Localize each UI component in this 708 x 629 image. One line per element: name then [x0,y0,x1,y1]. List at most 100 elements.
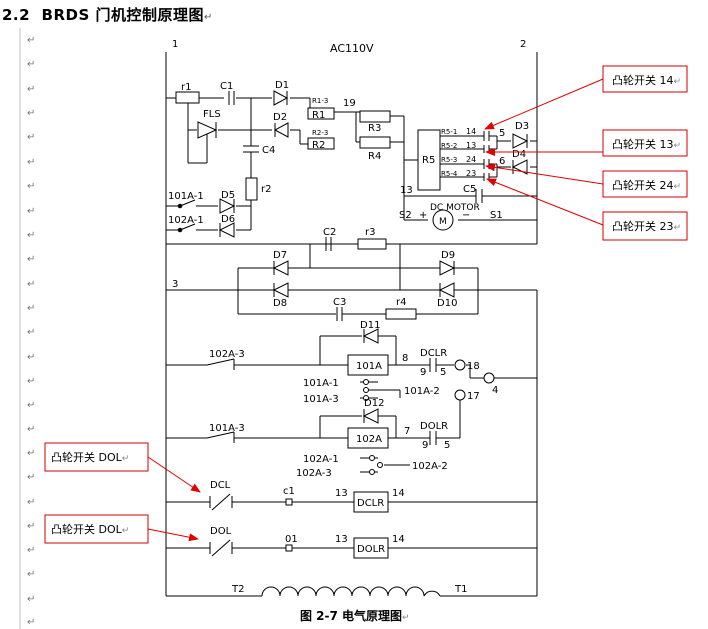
label-101A-3-contact: 101A-3 [303,394,339,405]
label-102A-1-contact: 102A-1 [303,454,339,465]
label-R5: R5 [422,155,435,166]
component-labels: AC110V 1 2 3 r1 C1 D1 FLS D2 C4 r2 R1 R1… [168,39,529,595]
label-n13b: 13 [335,534,348,545]
paragraph-mark: ↵ [27,206,36,217]
resistor-R1 [307,107,335,120]
label-n4: 4 [492,385,498,396]
paragraph-mark: ↵ [27,448,36,459]
label-relay-102A: 102A [356,434,382,445]
label-R2-3: R2-3 [312,129,328,137]
terminal-18 [454,359,466,371]
paragraph-mark: ↵ [27,254,36,265]
label-C2: C2 [323,227,336,238]
label-t5: 5 [499,128,505,139]
paragraph-mark: ↵ [27,132,36,143]
diode-d6 [218,222,235,238]
paragraph-mark: ↵ [27,400,36,411]
label-t6: 6 [499,156,505,167]
label-t13: 13 [466,141,476,150]
label-FLS: FLS [203,109,221,120]
callout-box-14 [602,65,688,93]
label-relay-DOLR: DOLR [357,544,385,555]
label-r1: r1 [181,82,191,93]
label-D12: D12 [364,398,384,409]
paragraph-mark: ↵ [27,181,36,192]
paragraph-mark: ↵ [204,12,213,23]
diode-d1 [273,90,289,106]
callout-box-13 [602,129,688,157]
label-D6: D6 [221,214,235,225]
components-bridge [272,237,456,321]
diode-d9 [439,260,456,276]
label-o1: 01 [285,534,298,545]
callout-text-dol-1: 凸轮开关 DOL↵ [51,450,129,464]
label-D4: D4 [512,149,526,160]
callout-box-23 [602,211,688,241]
paragraph-mark: ↵ [27,84,36,95]
components-top [175,90,529,238]
label-n9a: 9 [420,367,426,378]
paragraph-mark: ↵ [27,230,36,241]
callout-text-13: 凸轮开关 13↵ [612,137,681,151]
label-D9: D9 [441,250,455,261]
paragraph-mark: ↵ [27,376,36,387]
diode-d8 [272,282,289,298]
paragraph-mark: ↵ [27,35,36,46]
label-D8: D8 [273,298,287,309]
paragraph-mark: ↵ [27,472,36,483]
relay-dclr [353,491,389,513]
label-101A-3: 101A-3 [209,423,245,434]
node-2: 2 [520,39,526,50]
label-motor-M: M [439,217,447,227]
label-C1: C1 [220,81,233,92]
label-DOL: DOL [210,526,232,537]
resistor-R2 [307,137,335,150]
paragraph-mark: ↵ [27,157,36,168]
label-102A-1: 102A-1 [168,215,204,226]
label-plus: + [419,210,427,221]
label-r2: r2 [261,184,271,195]
label-C4: C4 [262,145,275,156]
label-t14: 14 [466,127,476,136]
label-R2: R2 [312,140,325,151]
label-DOLR-contact: DOLR [420,421,448,432]
paragraph-mark: ↵ [27,327,36,338]
callout-text-23: 凸轮开关 23↵ [612,219,681,233]
paragraph-mark: ↵ [27,59,36,70]
label-R1: R1 [312,110,325,121]
label-D5: D5 [221,190,235,201]
figure-caption: 图 2-7 电气原理图↵ [300,608,410,623]
callout-text-24: 凸轮开关 24↵ [612,178,681,192]
label-r3: r3 [365,227,375,238]
label-R5-4: R5-4 [441,170,458,178]
resistor-R3 [359,110,391,123]
paragraph-mark: ↵ [27,594,36,605]
label-D3: D3 [515,121,529,132]
components-lower [206,328,495,597]
diode-d3 [512,133,529,149]
terminal-17 [454,389,466,401]
label-n7: 7 [404,426,410,437]
dc-motor [432,209,454,231]
label-T1: T1 [454,584,467,595]
relay-102a [347,427,389,449]
paragraph-mark: ↵ [27,279,36,290]
switch-101a-3 [206,431,235,439]
label-n17: 17 [467,391,480,402]
label-R3: R3 [368,123,381,134]
label-minus: − [462,210,470,221]
label-t23: 23 [466,169,476,178]
switch-102a-3 [206,358,235,366]
label-n5a: 5 [440,367,446,378]
supply-label: AC110V [330,42,374,55]
diode-d10 [438,282,455,298]
label-motor: DC MOTOR [430,203,480,213]
terminal-4 [483,372,495,384]
callout-box-dol-1 [44,442,149,472]
label-n14b: 14 [392,534,405,545]
label-101A-1: 101A-1 [168,191,204,202]
diode-d11 [362,328,379,344]
label-C5: C5 [463,184,476,195]
paragraph-mark: ↵ [27,108,36,119]
